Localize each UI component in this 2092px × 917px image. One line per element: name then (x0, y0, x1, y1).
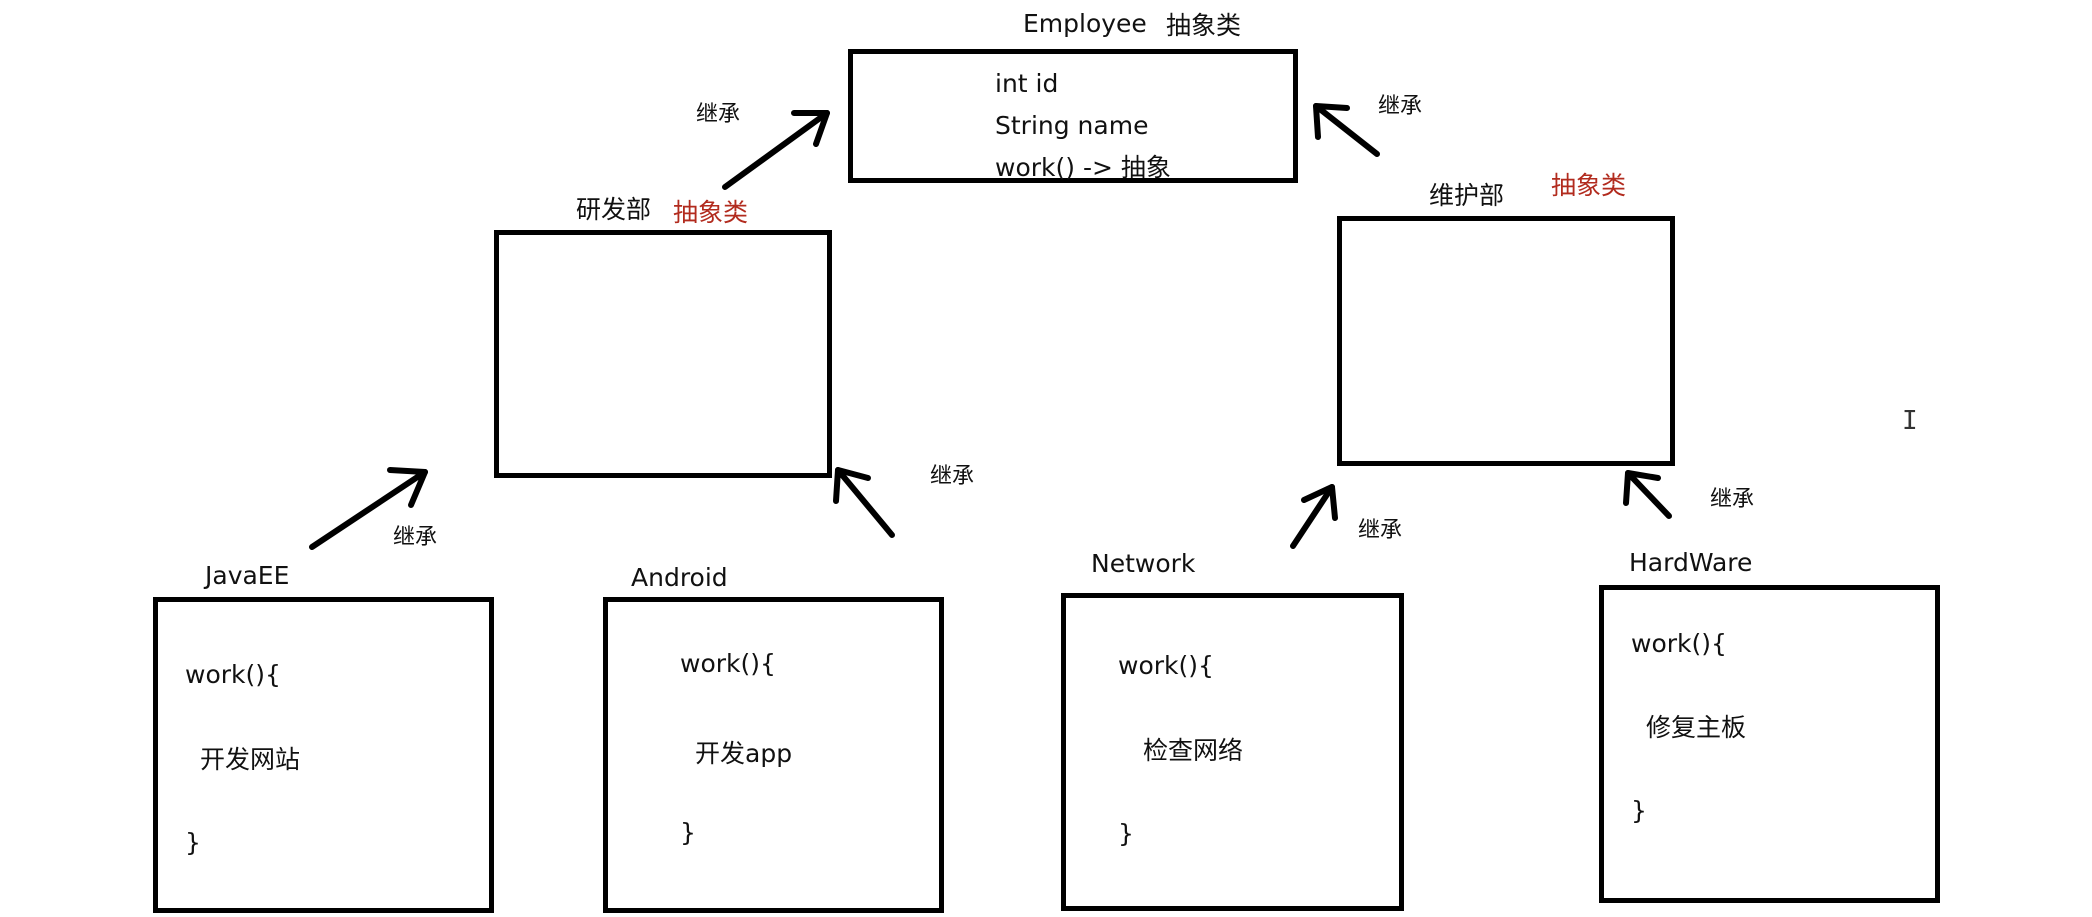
employee-method-work: work() -> 抽象 (995, 153, 1171, 182)
maint-dept-title: 维护部 (1429, 181, 1505, 210)
hardware-method-close: } (1631, 796, 1647, 825)
network-method-body: 检查网络 (1143, 736, 1244, 765)
javaee-title: JavaEE (205, 561, 290, 590)
hardware-title: HardWare (1629, 548, 1753, 577)
arrow-rd-to-employee (722, 110, 830, 190)
javaee-method-close: } (185, 828, 201, 857)
android-class-box: work(){ 开发app } (603, 597, 944, 913)
employee-abstract-tag: 抽象类 (1166, 11, 1242, 40)
arrow-javaee-to-rd (309, 467, 428, 550)
rd-dept-title: 研发部 (576, 195, 652, 224)
arrow-network-to-maint (1290, 484, 1338, 549)
rd-dept-abstract-tag: 抽象类 (673, 198, 749, 227)
text-cursor-icon: I (1902, 406, 1918, 436)
hardware-class-box: work(){ 修复主板 } (1599, 585, 1940, 903)
javaee-method-body: 开发网站 (200, 745, 301, 774)
hardware-method-open: work(){ (1631, 629, 1727, 658)
network-method-open: work(){ (1118, 651, 1214, 680)
inherit-label-android-rd: 继承 (930, 464, 975, 489)
inherit-label-javaee-rd: 继承 (393, 525, 438, 550)
android-method-body: 开发app (695, 739, 793, 768)
employee-title: Employee (1023, 9, 1147, 38)
javaee-class-box: work(){ 开发网站 } (153, 597, 494, 913)
arrow-maint-to-employee (1313, 103, 1380, 157)
arrow-hardware-to-maint (1623, 470, 1672, 519)
android-method-close: } (680, 818, 696, 847)
inherit-label-maint-employee: 继承 (1378, 94, 1423, 119)
inherit-label-network-maint: 继承 (1358, 518, 1403, 543)
rd-dept-class-box (494, 230, 832, 478)
network-title: Network (1091, 549, 1196, 578)
network-method-close: } (1118, 819, 1134, 848)
employee-field-id: int id (995, 69, 1059, 98)
network-class-box: work(){ 检查网络 } (1061, 593, 1404, 911)
javaee-method-open: work(){ (185, 660, 281, 689)
inherit-label-hardware-maint: 继承 (1710, 487, 1755, 512)
arrow-android-to-rd (833, 467, 895, 538)
inherit-label-rd-employee: 继承 (696, 102, 741, 127)
android-title: Android (631, 563, 728, 592)
android-method-open: work(){ (680, 649, 776, 678)
hardware-method-body: 修复主板 (1646, 713, 1747, 742)
employee-class-box: int id String name work() -> 抽象 (848, 49, 1298, 183)
maint-dept-class-box (1337, 216, 1675, 466)
employee-field-name: String name (995, 111, 1149, 140)
maint-dept-abstract-tag: 抽象类 (1551, 171, 1627, 200)
